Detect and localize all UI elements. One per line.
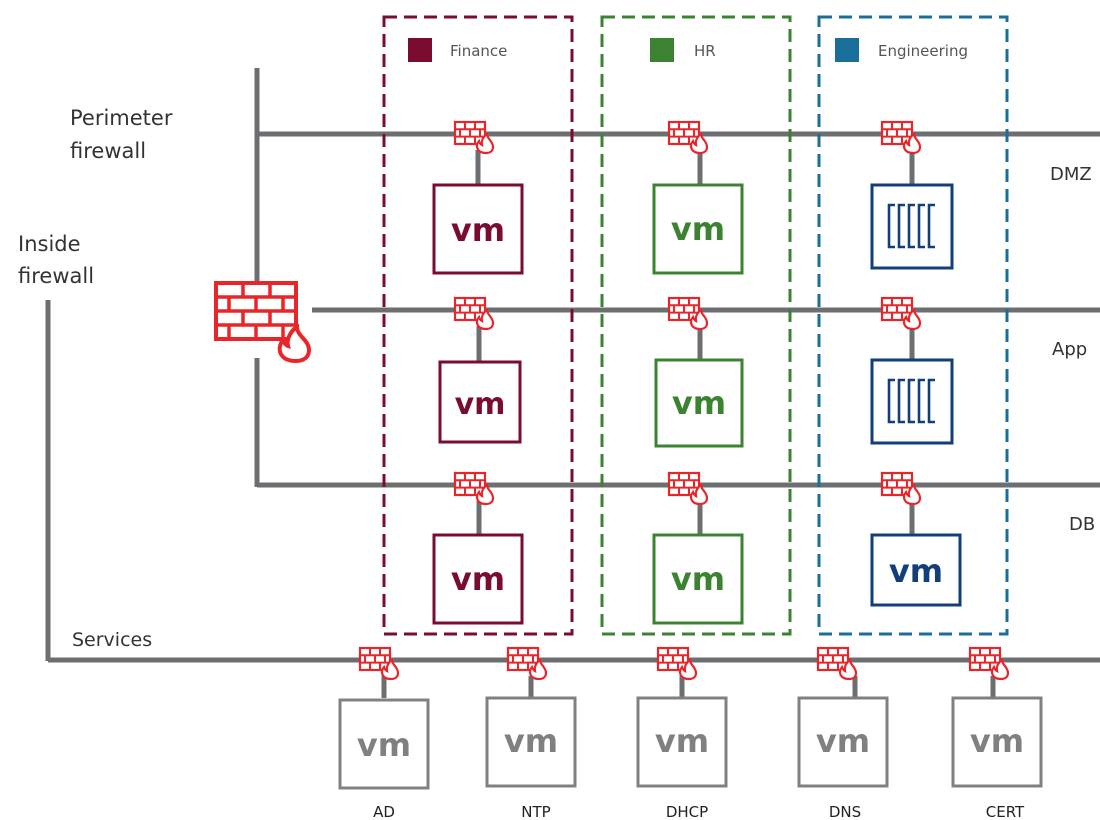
zone-hr: HR — [600, 15, 792, 636]
zone-engineering-boundary — [817, 15, 1009, 636]
firewall-icon — [968, 646, 1010, 681]
firewall-icon — [880, 471, 922, 506]
vm-label: vm — [451, 211, 505, 249]
vm-label: vm — [504, 722, 558, 760]
vm-icon: vm — [654, 358, 744, 448]
labels: Perimeter firewall Inside firewall Servi… — [18, 106, 1095, 651]
vm-icon — [338, 698, 430, 790]
container-icon — [870, 358, 954, 445]
service-ntp: vm NTP — [485, 696, 577, 820]
inside-firewall-label: firewall — [18, 264, 94, 288]
vm-label: vm — [655, 722, 709, 760]
firewall-icon — [453, 120, 495, 155]
services-label: Services — [72, 629, 152, 651]
vm-label: vm — [672, 384, 726, 422]
zone-hr-swatch — [650, 38, 674, 62]
zone-finance: Finance — [382, 15, 574, 636]
inside-firewall-icon — [214, 281, 311, 363]
vm-label: vm — [970, 722, 1024, 760]
services: vm AD vm NTP vm DHCP vm DNS vm CERT — [338, 696, 1043, 820]
vm-label: vm — [816, 722, 870, 760]
firewall-icon — [358, 646, 400, 681]
zone-engineering-label: Engineering — [878, 42, 968, 60]
inside-firewall-label: Inside — [18, 232, 81, 256]
service-cert: vm CERT — [951, 696, 1043, 820]
service-label: DHCP — [666, 803, 708, 820]
vm-icon: vm — [652, 533, 744, 625]
zone-engineering: Engineering — [817, 15, 1009, 636]
vm-label: vm — [889, 552, 943, 590]
tier-label-db: DB — [1069, 514, 1095, 535]
service-label: CERT — [986, 803, 1025, 820]
zone-hr-boundary — [600, 15, 792, 636]
zone-finance-label: Finance — [450, 42, 507, 60]
zone-hr-label: HR — [694, 42, 716, 60]
tier-label-app: App — [1052, 339, 1087, 360]
vm-label: vm — [671, 560, 725, 598]
vm-label: vm — [357, 726, 411, 764]
vm-icon — [636, 696, 728, 788]
firewall-icon — [453, 296, 495, 331]
vm-icon — [797, 696, 889, 788]
service-label: DNS — [829, 803, 861, 820]
firewall-icon — [880, 296, 922, 331]
firewall-icon — [506, 646, 548, 681]
service-dns: vm DNS — [797, 696, 889, 820]
service-ad: vm AD — [338, 698, 430, 820]
workloads: vm vm vm vm vm vm — [432, 183, 962, 625]
firewall-icon — [667, 296, 709, 331]
vm-icon: vm — [432, 183, 524, 275]
firewall-icon — [667, 120, 709, 155]
service-dhcp: vm DHCP — [636, 696, 728, 820]
vm-icon: vm — [652, 183, 744, 275]
zones: Finance HR Engineering — [382, 15, 1009, 636]
firewall-icon — [656, 646, 698, 681]
perimeter-firewall-label: Perimeter — [70, 106, 173, 130]
vm-icon: vm — [432, 533, 524, 625]
vm-label: vm — [451, 560, 505, 598]
firewall-icon — [667, 471, 709, 506]
service-label: AD — [373, 803, 395, 820]
zone-finance-boundary — [382, 15, 574, 636]
zone-engineering-swatch — [835, 38, 859, 62]
firewall-icon — [453, 471, 495, 506]
vm-icon: vm — [870, 533, 962, 607]
vm-label: vm — [455, 387, 506, 422]
vm-icon — [485, 696, 577, 788]
vm-icon — [951, 696, 1043, 788]
vm-label: vm — [671, 210, 725, 248]
tier-label-dmz: DMZ — [1050, 164, 1092, 185]
zone-finance-swatch — [408, 38, 432, 62]
firewall-icon — [880, 120, 922, 155]
vm-icon: vm — [438, 360, 522, 444]
service-label: NTP — [521, 803, 550, 820]
container-icon — [870, 183, 954, 270]
firewall-icon — [816, 646, 858, 681]
perimeter-firewall-label: firewall — [70, 139, 146, 163]
